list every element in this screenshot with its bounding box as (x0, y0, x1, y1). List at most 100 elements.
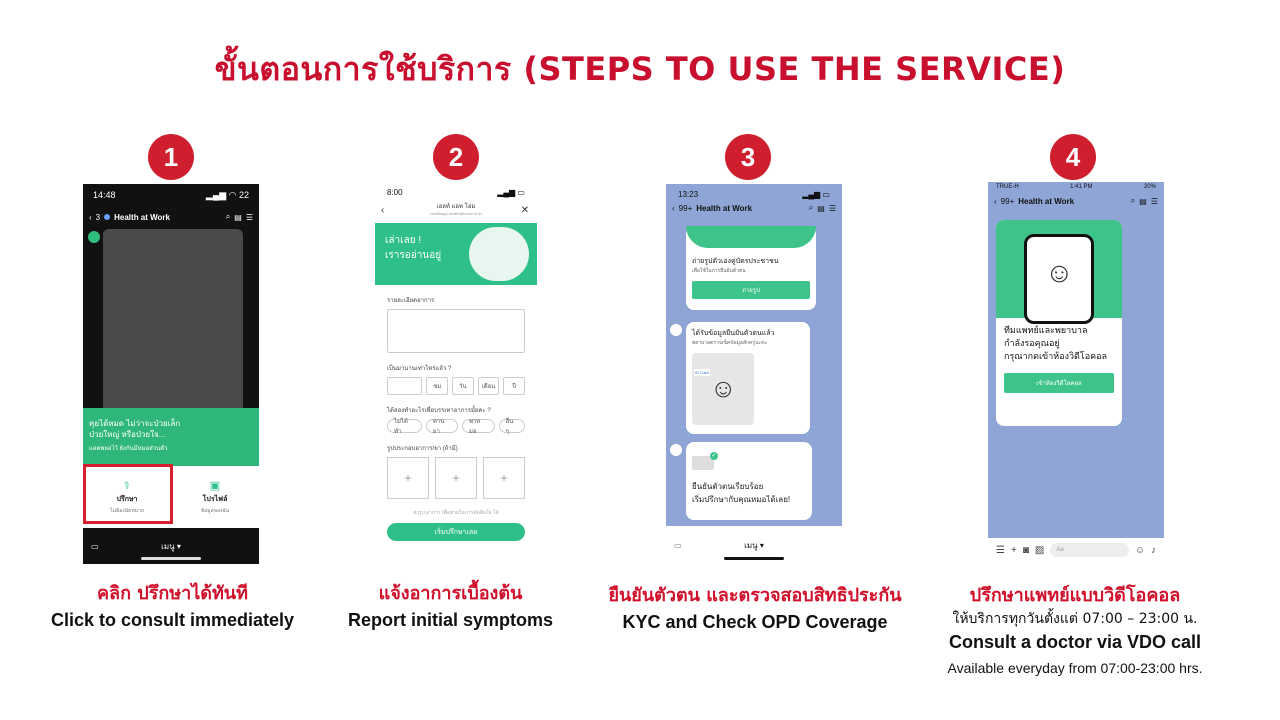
status-bar: 14:48 ▂▄▆ ◠ 22 (83, 184, 259, 206)
status-bar: 13:23 ▂▄▆ ▭ (666, 184, 842, 203)
duration-option[interactable]: ปี (503, 377, 526, 395)
home-indicator (724, 557, 784, 560)
check-icon: ✓ (710, 452, 718, 460)
back-icon[interactable]: ‹ (89, 212, 92, 222)
card-line-2: กำลังรอคุณอยู่ (1004, 338, 1060, 348)
search-icon[interactable]: ⌕ (225, 212, 231, 221)
card1-sub: เพื่อใช้ในการยืนยันตัวตน (692, 268, 746, 274)
step-4-hours-en: Available everyday from 07:00-23:00 hrs. (947, 660, 1203, 676)
emoji-icon[interactable]: ☺ (1134, 544, 1145, 556)
banner-line-2: ป่วยใหญ่ หรือป่วยใจ... (89, 430, 166, 439)
header-sub: healthapp.healthathome.in.th (430, 211, 482, 216)
id-card-icon: ▣ (209, 480, 221, 492)
home-indicator (141, 557, 201, 560)
bottom-menu-label: เมนู ▾ (744, 540, 764, 550)
chip[interactable]: ไม่ได้ทำ (387, 419, 422, 435)
duration-input[interactable] (387, 377, 423, 395)
back-icon[interactable]: ‹ (672, 203, 675, 213)
search-icon[interactable]: ⌕ (1130, 196, 1136, 205)
keyboard-icon[interactable]: ▭ (91, 541, 99, 551)
card-line-3: กรุณากดเข้าห้องวิดีโอคอล (1004, 351, 1108, 361)
step-4-caption-en: Consult a doctor via VDO call (948, 632, 1202, 652)
mic-icon[interactable]: ♪ (1151, 544, 1156, 556)
step-number-4: 4 (1050, 134, 1096, 180)
stethoscope-icon: ⚕ (124, 480, 130, 492)
camera-icon[interactable]: ◙ (1022, 544, 1029, 556)
card1-title: ถ่ายรูปตัวเองคู่บัตรประชาชน (692, 258, 779, 265)
add-photo-button[interactable]: + (435, 457, 477, 499)
card3-line-2: เริ่มปรึกษากับคุณหมอได้เลย! (692, 495, 791, 504)
menu-icon[interactable]: ☰ (245, 212, 253, 222)
card2-title: ได้รับข้อมูลยืนยันตัวตนแล้ว (692, 330, 775, 337)
card3-line-1: ยืนยันตัวตนเรียบร้อย (692, 482, 764, 491)
card2-sub: พยาบาลตรวจเช็คข้อมูลสักครู่นะคะ (692, 340, 768, 346)
back-icon[interactable]: ‹ (994, 196, 997, 206)
step-1-caption-th: คลิก ปรึกษาได้ทันที (97, 583, 248, 604)
video-call-card: ☺ ทีมแพทย์และพยาบาล กำลังรอคุณอยู่ กรุณา… (996, 220, 1122, 426)
page-title: ขั้นตอนการใช้บริการ (STEPS TO USE THE SE… (214, 50, 1066, 88)
chip[interactable]: พาหมอ (461, 419, 495, 435)
menu-profile-button[interactable]: ▣ โปรไฟล์ ข้อมูลของฉัน (171, 466, 259, 528)
add-photo-button[interactable]: + (483, 457, 525, 499)
chip[interactable]: อื่น ๆ (498, 419, 525, 435)
photo-note: ส่งรูป อาการ เพื่อช่วยในการตัดสินใจ ได้ (413, 510, 499, 516)
card-line-1: ทีมแพทย์และพยาบาล (1004, 325, 1088, 335)
bottom-menu-bar[interactable]: ▭ เมนู ▾ (83, 528, 259, 564)
form-header: ‹ เฮลท์ แอท โฮม healthapp.healthathome.i… (375, 201, 537, 223)
message-input-bar: ☰ + ◙ ▨ Aa ☺ ♪ (988, 538, 1164, 562)
duration-option[interactable]: เดือน (477, 377, 500, 395)
plus-icon[interactable]: + (1010, 544, 1017, 556)
doctor-icon: ☺ (1045, 257, 1074, 288)
step-2-caption-th: แจ้งอาการเบื้องต้น (378, 583, 523, 604)
bot-avatar-icon (670, 444, 682, 456)
battery-icon: ▂▄▆ ◠ 22 (205, 189, 249, 200)
step-number-2: 2 (433, 134, 479, 180)
signal-icon: ▂▄▆ ▭ (802, 190, 830, 199)
take-photo-button[interactable]: ถ่ายรูป (692, 281, 810, 299)
step-number-3: 3 (725, 134, 771, 180)
duration-option[interactable]: วัน (452, 377, 474, 395)
status-bar: 8:00 ▂▄▆ ▭ (375, 184, 537, 201)
symptoms-textarea[interactable] (387, 309, 525, 353)
carrier: TRUE-H (996, 184, 1019, 190)
bottom-menu-bar[interactable]: ▭ เมนู ▾ (666, 526, 842, 564)
promo-banner[interactable]: คุยได้หมด ไม่ว่าจะป่วยเล็ก ป่วยใหญ่ หรือ… (83, 408, 259, 468)
duration-option[interactable]: ชม (426, 377, 449, 395)
close-icon[interactable]: ✕ (520, 205, 529, 216)
chat-name: Health at Work (1018, 196, 1075, 206)
photo-label: รูปประกอบอาการ/ยา (ถ้ามี) (387, 446, 458, 452)
id-card-label: ID Card (694, 369, 710, 376)
chat-nav: ‹ 99+ Health at Work ⌕ ▤ ☰ (666, 203, 842, 213)
photo-slots: + + + (387, 457, 525, 499)
phone-screenshot-step-2: 8:00 ▂▄▆ ▭ ‹ เฮลท์ แอท โฮม healthapp.hea… (375, 184, 537, 560)
chip[interactable]: ทานยา (425, 419, 458, 435)
banner-small: แอดพยอไว้ ยังกันมีหมอส่วนตัว (89, 446, 168, 452)
menu-icon[interactable]: ☰ (1150, 196, 1158, 206)
menu-consult-button[interactable]: ⚕ ปรึกษา ไม่ต้องนัดหมาย (83, 466, 171, 528)
start-consult-button[interactable]: เริ่มปรึกษาเลย (387, 523, 525, 541)
message-input[interactable]: Aa (1050, 543, 1129, 557)
step-1-caption-en: Click to consult immediately (50, 610, 295, 630)
person-icon: ☺ (710, 373, 737, 403)
status-time: 14:48 (93, 190, 116, 200)
search-icon[interactable]: ⌕ (808, 203, 814, 212)
step-3-caption-en: KYC and Check OPD Coverage (622, 612, 888, 632)
image-icon[interactable]: ▨ (1034, 544, 1045, 556)
menu-icon[interactable]: ☰ (828, 203, 836, 213)
chat-avatar-icon (104, 214, 111, 220)
join-video-call-button[interactable]: เข้าห้องวิดีโอคอล (1004, 373, 1114, 393)
tried-chips: ไม่ได้ทำ ทานยา พาหมอ อื่น ๆ (387, 419, 525, 435)
video-call-text: ทีมแพทย์และพยาบาล กำลังรอคุณอยู่ กรุณากด… (996, 318, 1122, 369)
note-icon[interactable]: ▤ (1139, 196, 1147, 206)
add-photo-button[interactable]: + (387, 457, 429, 499)
kyc-illustration (686, 226, 816, 248)
banner-line-1: เล่าเลย ! (385, 235, 422, 246)
status-time: 8:00 (387, 188, 403, 197)
note-icon[interactable]: ▤ (234, 212, 242, 222)
back-icon[interactable]: ‹ (381, 205, 385, 216)
battery: 20% (1143, 184, 1156, 190)
kyc-complete-card: ✓ ยืนยันตัวตนเรียบร้อย เริ่มปรึกษากับคุณ… (686, 442, 812, 520)
note-icon[interactable]: ▤ (817, 203, 825, 213)
menu-icon[interactable]: ☰ (996, 544, 1005, 556)
keyboard-icon[interactable]: ▭ (674, 540, 682, 550)
